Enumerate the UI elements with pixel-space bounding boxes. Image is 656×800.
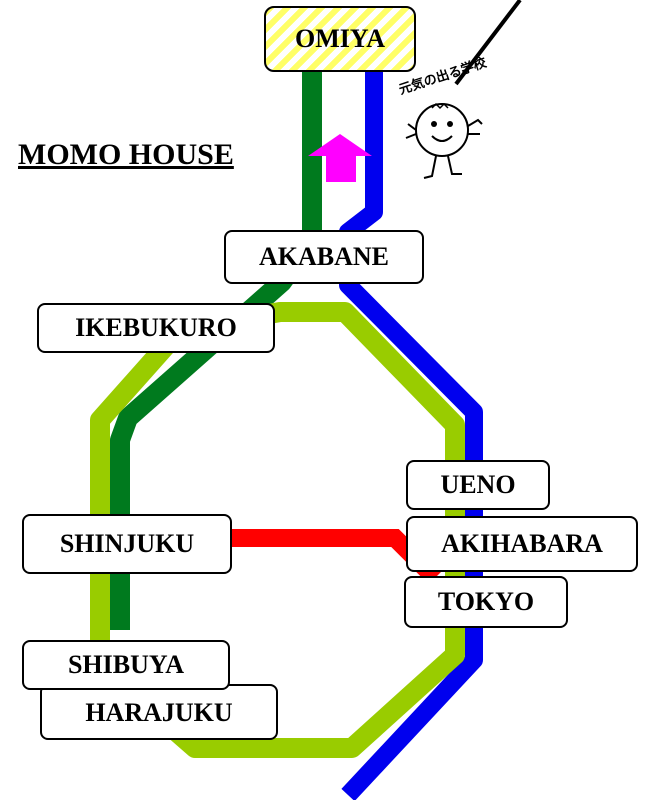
station-shibuya[interactable]: SHIBUYA xyxy=(22,640,230,690)
mascot-icon xyxy=(405,102,483,179)
station-omiya[interactable]: OMIYA xyxy=(264,6,416,72)
pointer-line xyxy=(454,0,522,86)
station-akabane[interactable]: AKABANE xyxy=(224,230,424,284)
yamanote-loop xyxy=(90,302,465,758)
station-ueno[interactable]: UENO xyxy=(406,460,550,510)
station-shinjuku[interactable]: SHINJUKU xyxy=(22,514,232,574)
up-arrow-icon xyxy=(308,134,372,182)
station-tokyo[interactable]: TOKYO xyxy=(404,576,568,628)
momo-house-label: MOMO HOUSE xyxy=(18,138,234,171)
station-akihabara[interactable]: AKIHABARA xyxy=(406,516,638,572)
blue-line xyxy=(339,72,483,800)
red-line xyxy=(225,529,442,585)
station-harajuku[interactable]: HARAJUKU xyxy=(40,684,278,740)
station-ikebukuro[interactable]: IKEBUKURO xyxy=(37,303,275,353)
